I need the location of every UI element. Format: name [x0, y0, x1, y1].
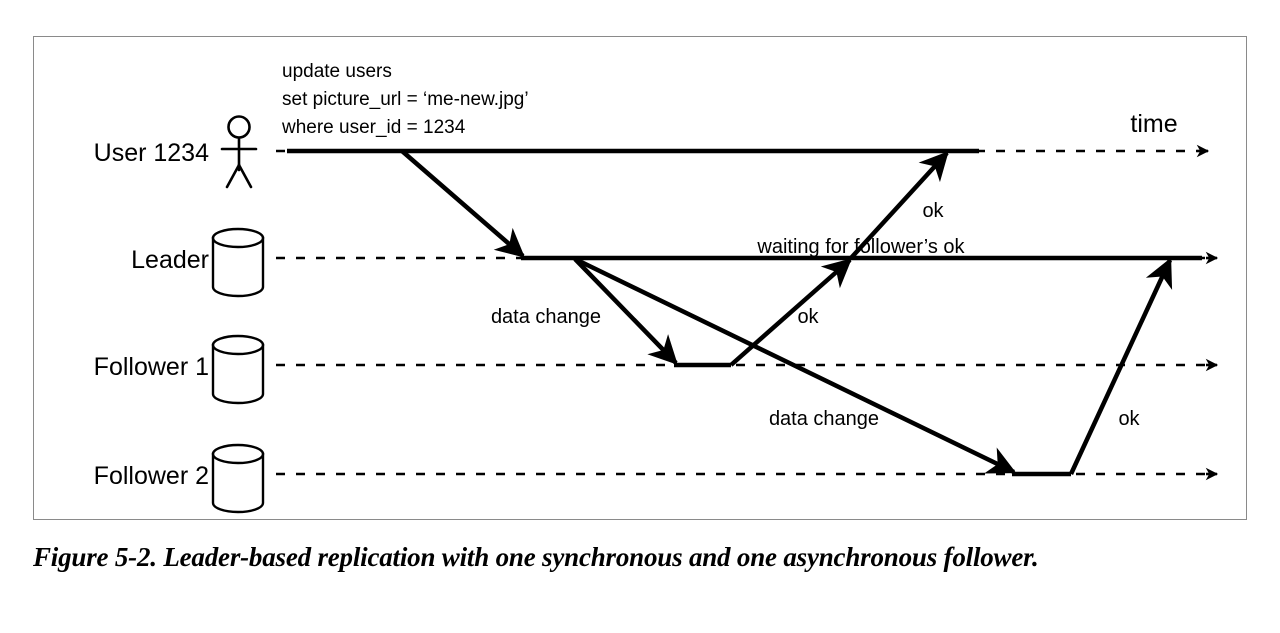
time-axis-label: time: [1130, 110, 1177, 138]
message-label-waiting: waiting for follower’s ok: [756, 236, 965, 258]
query-line-1: update users: [282, 61, 392, 82]
query-line-3: where user_id = 1234: [281, 117, 466, 138]
lifeline-label-leader: Leader: [131, 246, 209, 274]
lifeline-label-follower2: Follower 2: [94, 462, 209, 490]
query-line-2: set picture_url = ‘me-new.jpg’: [282, 89, 529, 110]
stick-figure-icon: [220, 115, 258, 189]
message-label-data-change-2: data change: [769, 408, 879, 430]
figure-caption: Figure 5-2. Leader-based replication wit…: [33, 542, 1039, 572]
message-arrow-ok-user: [849, 151, 949, 260]
database-cylinder-icon-follower2: [211, 443, 265, 514]
figure-frame: User 1234 Leader Follower 1 Follower 2: [33, 36, 1247, 520]
message-label-ok-follower2: ok: [1118, 408, 1140, 430]
message-label-ok-follower1: ok: [797, 306, 819, 328]
message-arrow-data-change-2: [574, 256, 1017, 475]
message-arrow-ok-follower1: [729, 258, 852, 367]
sequence-diagram: User 1234 Leader Follower 1 Follower 2: [94, 61, 1219, 514]
lifeline-label-user: User 1234: [94, 139, 209, 167]
message-label-ok-user: ok: [922, 200, 944, 222]
message-arrow-data-change-1: [573, 257, 678, 365]
message-arrow-ok-follower2: [1068, 257, 1173, 475]
lifeline-label-follower1: Follower 1: [94, 353, 209, 381]
database-cylinder-icon-follower1: [211, 334, 265, 405]
message-label-data-change-1: data change: [491, 306, 601, 328]
message-arrow-request: [400, 149, 525, 258]
database-cylinder-icon-leader: [211, 227, 265, 298]
